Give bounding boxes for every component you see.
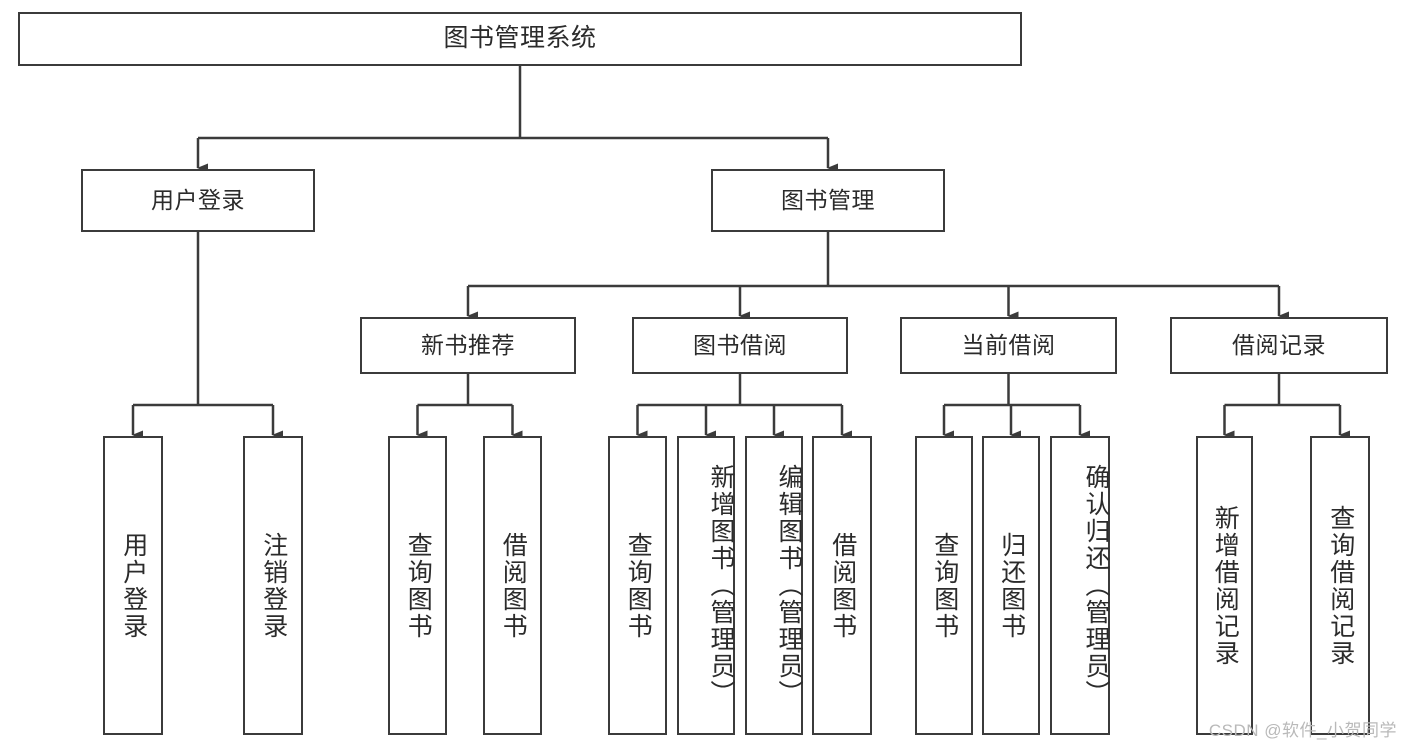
node-leaf-user-login[interactable]: 用户登录 xyxy=(103,436,163,735)
node-leaf-logout[interactable]: 注销登录 xyxy=(243,436,303,735)
node-label: 当前借阅 xyxy=(961,331,1056,358)
node-root-book-management-system[interactable]: 图书管理系统 xyxy=(18,12,1022,66)
node-label: 借阅记录 xyxy=(1232,331,1326,358)
node-leaf-query-book-recommendation[interactable]: 查询图书 xyxy=(388,436,447,735)
node-label: 借阅图书 xyxy=(499,531,528,640)
node-label: 用户登录 xyxy=(119,531,148,640)
node-leaf-confirm-return-admin[interactable]: 确认归还（管理员） xyxy=(1050,436,1110,735)
node-label: 查询图书 xyxy=(624,531,653,640)
node-label: 归还图书 xyxy=(997,531,1026,640)
node-leaf-add-book-admin[interactable]: 新增图书（管理员） xyxy=(677,436,735,735)
node-borrowing-record[interactable]: 借阅记录 xyxy=(1170,317,1388,374)
node-label: 图书借阅 xyxy=(693,331,787,358)
node-label: 注销登录 xyxy=(259,531,288,640)
node-label: 编辑图书（管理员） xyxy=(775,464,803,707)
node-label: 新增借阅记录 xyxy=(1211,504,1240,667)
node-book-management[interactable]: 图书管理 xyxy=(711,169,945,232)
node-book-borrowing[interactable]: 图书借阅 xyxy=(632,317,848,374)
node-label: 查询图书 xyxy=(404,531,433,640)
node-label: 用户登录 xyxy=(151,186,245,213)
node-leaf-return-book[interactable]: 归还图书 xyxy=(982,436,1040,735)
node-leaf-query-borrow-record[interactable]: 查询借阅记录 xyxy=(1310,436,1370,735)
node-label: 新增图书（管理员） xyxy=(707,464,735,707)
node-label: 图书管理系统 xyxy=(443,24,597,53)
node-leaf-add-borrow-record[interactable]: 新增借阅记录 xyxy=(1196,436,1253,735)
watermark: CSDN @软件_小贺同学 xyxy=(1208,721,1397,740)
node-new-book-recommendation[interactable]: 新书推荐 xyxy=(360,317,576,374)
node-leaf-edit-book-admin[interactable]: 编辑图书（管理员） xyxy=(745,436,803,735)
node-current-borrowing[interactable]: 当前借阅 xyxy=(900,317,1117,374)
node-label: 查询借阅记录 xyxy=(1326,504,1355,667)
node-label: 新书推荐 xyxy=(421,331,515,358)
node-label: 查询图书 xyxy=(930,531,959,640)
node-label: 借阅图书 xyxy=(828,531,857,640)
node-user-login[interactable]: 用户登录 xyxy=(81,169,315,232)
node-leaf-query-book-borrowing[interactable]: 查询图书 xyxy=(608,436,667,735)
node-leaf-borrow-book-borrowing[interactable]: 借阅图书 xyxy=(812,436,872,735)
node-leaf-query-book-current[interactable]: 查询图书 xyxy=(915,436,973,735)
node-label: 确认归还（管理员） xyxy=(1082,464,1110,707)
node-label: 图书管理 xyxy=(781,186,875,213)
node-leaf-borrow-book-recommendation[interactable]: 借阅图书 xyxy=(483,436,542,735)
